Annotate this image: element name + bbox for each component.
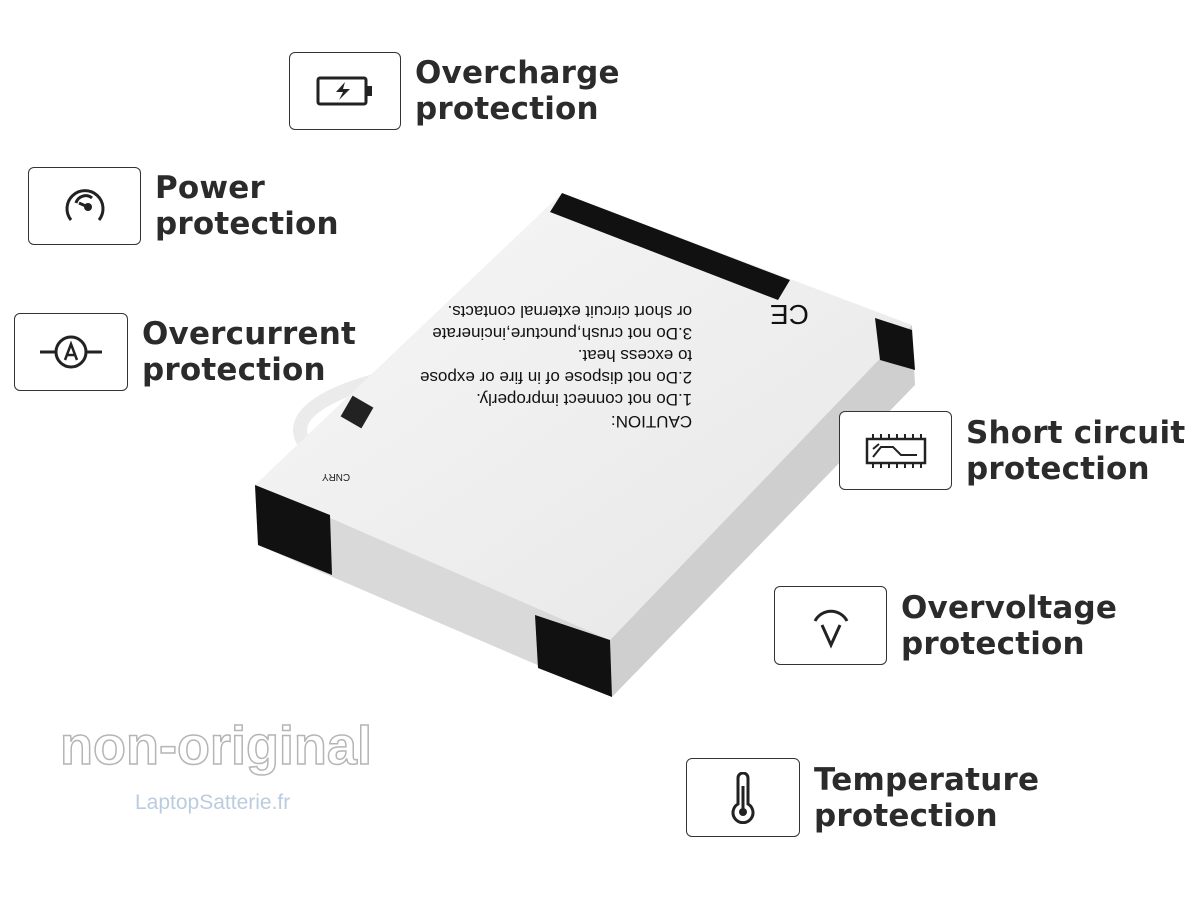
caution-line: 2.Do not dispose of in fire or expose [420,368,693,387]
feature-subtitle: protection [966,450,1150,487]
feature-title: Short circuit [966,414,1186,451]
ce-mark: CE [770,299,809,330]
feature-subtitle: protection [155,206,339,242]
feature-subtitle: protection [901,625,1085,662]
feature-subtitle: protection [814,797,998,834]
caution-line: to excess heat. [577,346,693,365]
caution-line: or short circuit external contacts. [447,302,693,321]
feature-subtitle: protection [142,352,326,388]
battery-side [255,485,612,697]
battery-side-right [610,325,915,697]
battery-cnry-label: CNRY [322,471,351,482]
watermark-main: non-original [59,715,372,777]
ammeter-icon [14,313,128,391]
battery-bottom-cap-right [535,615,612,697]
battery-top-cap [550,193,790,300]
feature-title: Temperature [814,761,1040,798]
voltage-icon [774,586,887,665]
battery-bottom-cap-left [255,485,332,575]
watermark-site: LaptopSatterie.fr [135,791,291,814]
gauge-icon [28,167,141,245]
battery-charge-icon [289,52,401,130]
circuit-board-icon [839,411,952,490]
recycle-icon [340,395,374,429]
feature-title: Overcurrent [142,316,357,352]
feature-subtitle: protection [415,91,599,127]
caution-line: CAUTION: [610,412,693,431]
battery-caution-text: CAUTION: 1.Do not connect improperly. 2.… [420,300,692,432]
caution-line: 1.Do not connect improperly. [476,390,693,409]
thermometer-icon [686,758,800,837]
feature-title: Power [155,170,265,206]
battery-contact-cap [875,318,915,370]
feature-title: Overvoltage [901,589,1118,626]
feature-title: Overcharge [415,55,620,91]
caution-line: 3.Do not crush,puncture,incinerate [432,324,693,343]
battery-top-face [255,193,912,640]
